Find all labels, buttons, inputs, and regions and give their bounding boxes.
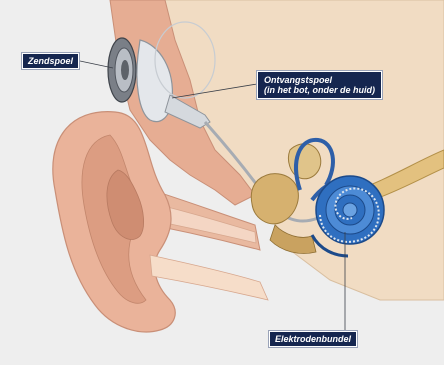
label-ontvangstspoel: Ontvangstspoel (in het bot, onder de hui… (257, 71, 382, 99)
label-zendspoel: Zendspoel (22, 53, 79, 69)
label-elektrodenbundel-text: Elektrodenbundel (275, 334, 351, 344)
label-ontvangstspoel-line2: (in het bot, onder de huid) (264, 85, 375, 95)
cartilage-band (150, 255, 268, 300)
label-ontvangstspoel-line1: Ontvangstspoel (264, 75, 375, 85)
transmitter-coil (108, 38, 136, 102)
label-zendspoel-text: Zendspoel (28, 56, 73, 66)
label-elektrodenbundel: Elektrodenbundel (269, 331, 357, 347)
